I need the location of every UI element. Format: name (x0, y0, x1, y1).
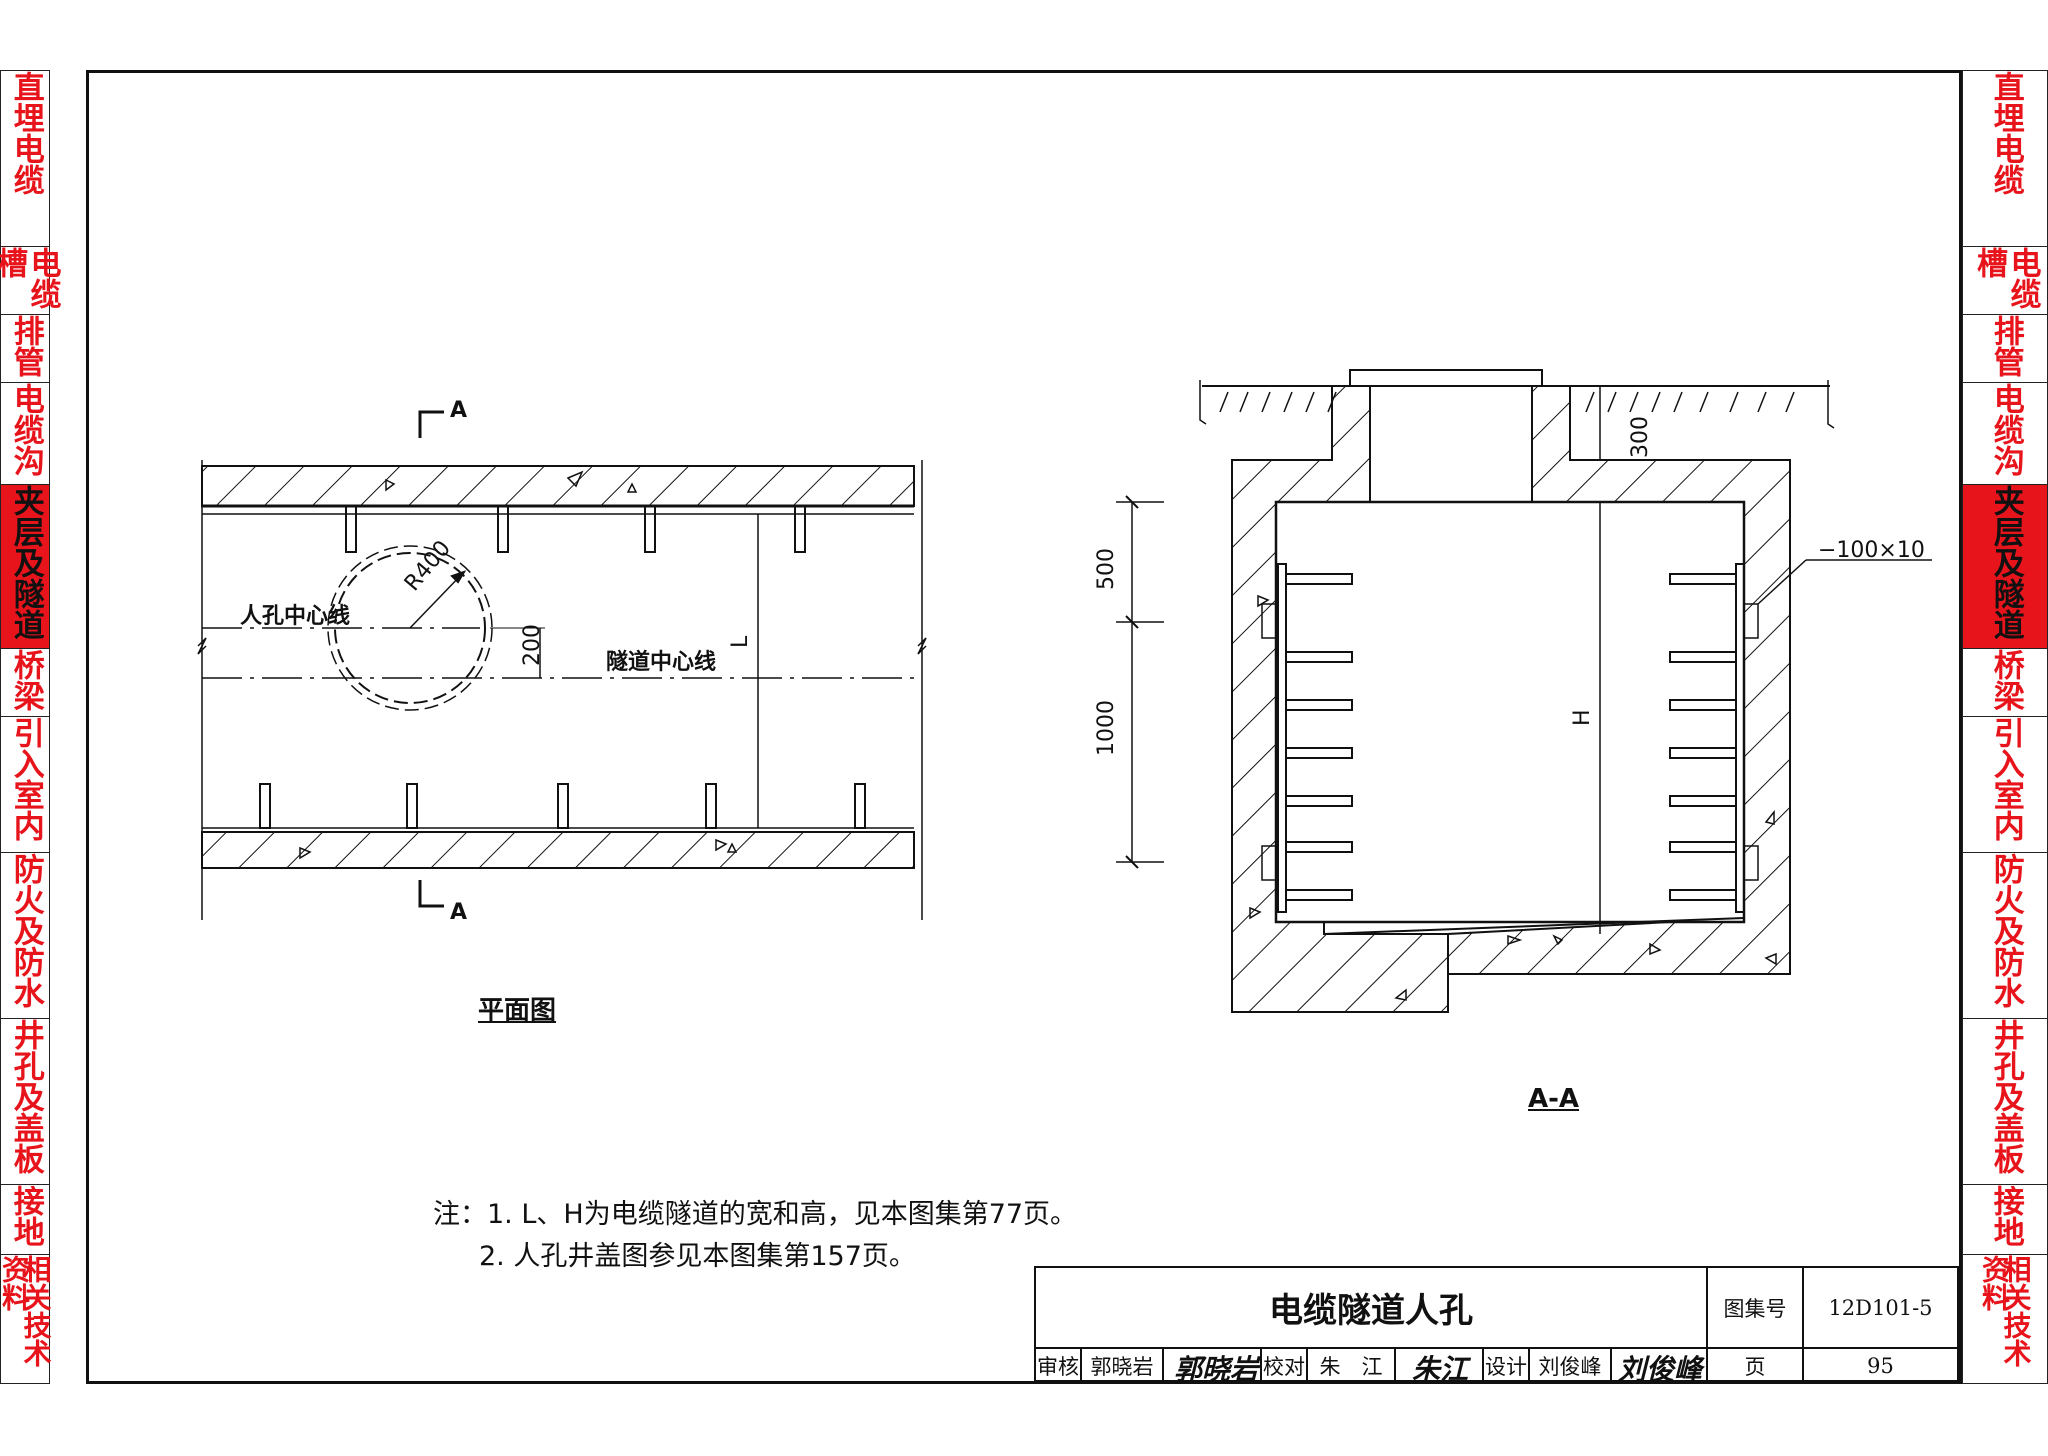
chapter-tab-fire-water: 防火及防水 (1963, 853, 2047, 1019)
chapter-tab-manhole-cover: 井孔及盖板 (1, 1019, 49, 1185)
tunnel-wall-top (201, 465, 915, 507)
review-label: 审核 (1037, 1354, 1079, 1379)
chapter-tab-grounding: 接地 (1, 1185, 49, 1255)
chapter-tab-cable-trench: 电缆沟 (1963, 383, 2047, 485)
chapter-tab-duct-bank: 排管 (1, 315, 49, 383)
designer-signature: 刘俊峰 (1618, 1353, 1703, 1386)
chapter-tab-duct-bank: 排管 (1963, 315, 2047, 383)
title-block: 电缆隧道人孔 图集号 12D101-5 页 95 审核 郭晓岩 郭晓岩 校对 朱… (1034, 1266, 1959, 1386)
check-label: 校对 (1263, 1354, 1305, 1379)
chapter-tab-grounding: 接地 (1963, 1185, 2047, 1255)
page-label: 页 (1744, 1354, 1766, 1379)
designer-name: 刘俊峰 (1538, 1354, 1602, 1379)
chapter-tab-fire-water: 防火及防水 (1, 853, 49, 1019)
chapter-tab-direct-burial: 直埋电缆 (1, 71, 49, 247)
dimension-500: 500 (1094, 548, 1119, 590)
section-mark-bottom: A (450, 900, 468, 925)
chapter-tab-mezzanine-tunnel: 夹层及隧道 (1, 485, 49, 649)
note-line-2: 2. 人孔井盖图参见本图集第157页。 (479, 1241, 916, 1272)
chapter-tab-cable-trough: 电缆槽 (0, 247, 61, 315)
drawing-frame (86, 70, 1962, 1384)
drawing-title: 电缆隧道人孔 (1269, 1291, 1473, 1331)
tunnel-wall-bottom (201, 831, 915, 869)
chapter-tab-manhole-cover: 井孔及盖板 (1963, 1019, 2047, 1185)
ground-hatch (1219, 391, 1795, 413)
chapter-tab-indoor-entry: 引入室内 (1963, 717, 2047, 853)
tunnel-cavity (1274, 500, 1746, 924)
design-label: 设计 (1485, 1354, 1527, 1379)
manhole-outline (334, 552, 486, 704)
drawing-notes: 注：1. L、H为电缆隧道的宽和高，见本图集第77页。 2. 人孔井盖图参见本图… (433, 1194, 1077, 1278)
checker-signature: 朱江 (1412, 1353, 1469, 1386)
chapter-tab-direct-burial: 直埋电缆 (1963, 71, 2047, 247)
reviewer-signature: 郭晓岩 (1174, 1353, 1259, 1386)
chapter-tab-cable-trough: 电缆槽 (1963, 247, 2047, 315)
chapter-tab-cable-trench: 电缆沟 (1, 383, 49, 485)
chapter-tab-indoor-entry: 引入室内 (1, 717, 49, 853)
cable-brackets-left (1285, 573, 1353, 901)
manhole-cover (1349, 369, 1543, 387)
section-mark-top: A (450, 398, 468, 423)
page-number: 95 (1867, 1353, 1894, 1378)
flat-bar-label: −100×10 (1818, 538, 1925, 563)
plan-view-caption: 平面图 (478, 996, 557, 1026)
checker-name: 朱 江 (1319, 1354, 1383, 1379)
cable-brackets-right (1669, 573, 1737, 901)
chapter-tab-bridge: 桥梁 (1, 649, 49, 717)
reviewer-name: 郭晓岩 (1090, 1354, 1154, 1379)
cable-brackets-bottom (259, 783, 866, 829)
note-line-1: 注：1. L、H为电缆隧道的宽和高，见本图集第77页。 (433, 1199, 1078, 1230)
tunnel-centerline-label: 隧道中心线 (606, 650, 717, 675)
atlas-number-label: 图集号 (1723, 1296, 1787, 1321)
support-strip-right (1735, 563, 1745, 913)
plan-view (197, 410, 927, 920)
height-label: H (1570, 709, 1595, 726)
cable-brackets-top (345, 505, 806, 553)
dimension-1000: 1000 (1094, 700, 1119, 756)
chapter-tab-references: 相关技术资料 (1978, 1255, 2033, 1367)
width-label: L (728, 635, 753, 648)
section-view (1116, 369, 1932, 1013)
cover-depth-dimension: 300 (1628, 416, 1653, 458)
chapter-index-right: 直埋电缆 电缆槽 排管 电缆沟 夹层及隧道 桥梁 引入室内 防火及防水 井孔及盖… (1962, 70, 2048, 1384)
chapter-tab-bridge: 桥梁 (1963, 649, 2047, 717)
chapter-index-left: 直埋电缆 电缆槽 排管 电缆沟 夹层及隧道 桥梁 引入室内 防火及防水 井孔及盖… (0, 70, 61, 1384)
manhole-centerline-label: 人孔中心线 (240, 604, 351, 629)
atlas-number: 12D101-5 (1828, 1295, 1933, 1320)
section-view-caption: A-A (1528, 1084, 1580, 1114)
chapter-tab-references: 相关技术资料 (0, 1255, 53, 1367)
support-strip-left (1277, 563, 1287, 913)
chapter-tab-mezzanine-tunnel: 夹层及隧道 (1963, 485, 2047, 649)
offset-dimension: 200 (520, 624, 545, 666)
